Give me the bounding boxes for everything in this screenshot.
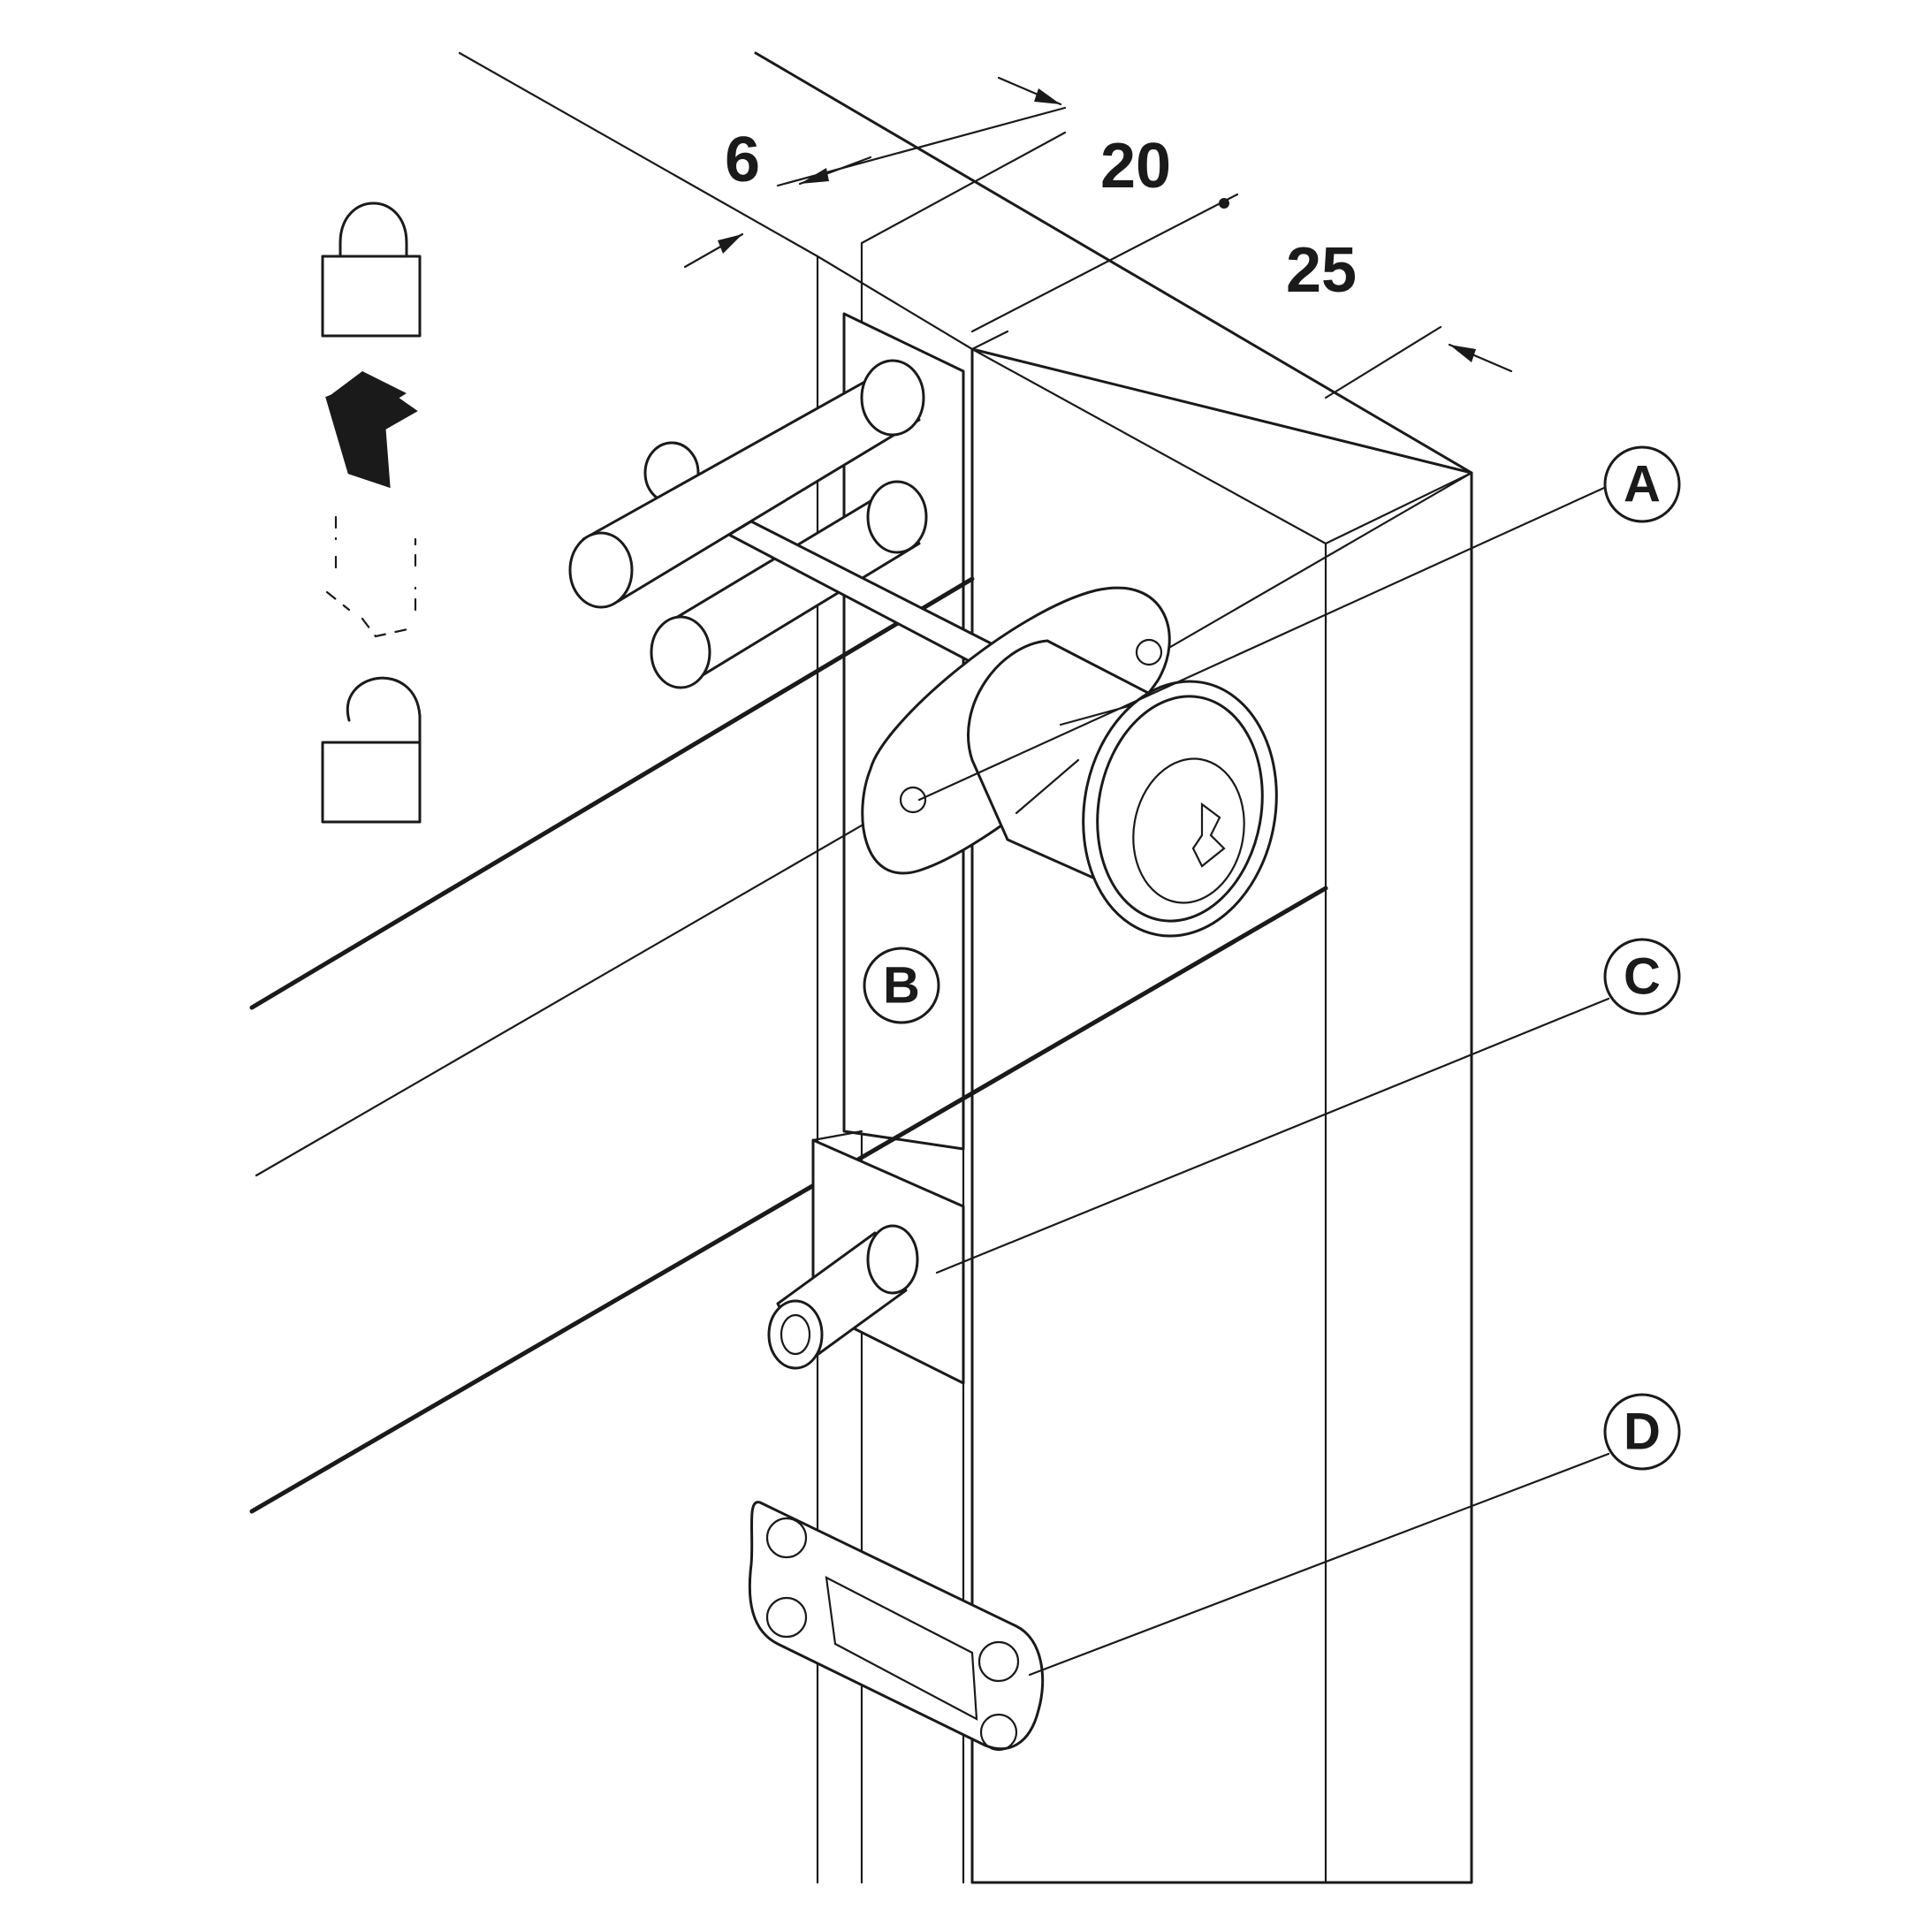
callout-c: C <box>1603 938 1681 1015</box>
padlock-closed-icon <box>321 202 422 338</box>
callout-leaders <box>917 486 1610 1677</box>
arrow-up-icon <box>325 371 418 638</box>
padlock-open-icon <box>321 676 422 824</box>
callout-a-label: A <box>1624 456 1661 513</box>
callout-c-label: C <box>1624 948 1661 1006</box>
dimension-20-label: 20 <box>1100 131 1171 202</box>
callout-d-label: D <box>1624 1403 1661 1461</box>
callout-a: A <box>1603 445 1681 523</box>
cylinder-lock <box>861 586 1278 938</box>
callout-b-label: B <box>883 957 920 1015</box>
dimension-lines <box>683 76 1513 399</box>
callout-b: B <box>863 947 940 1024</box>
bolt-bracket <box>767 1130 965 1385</box>
dimension-25-label: 25 <box>1286 235 1357 306</box>
callout-d: D <box>1603 1393 1681 1471</box>
strike-plate <box>748 1501 1045 1752</box>
locking-rods <box>568 359 1005 689</box>
dimension-6-label: 6 <box>725 125 760 195</box>
